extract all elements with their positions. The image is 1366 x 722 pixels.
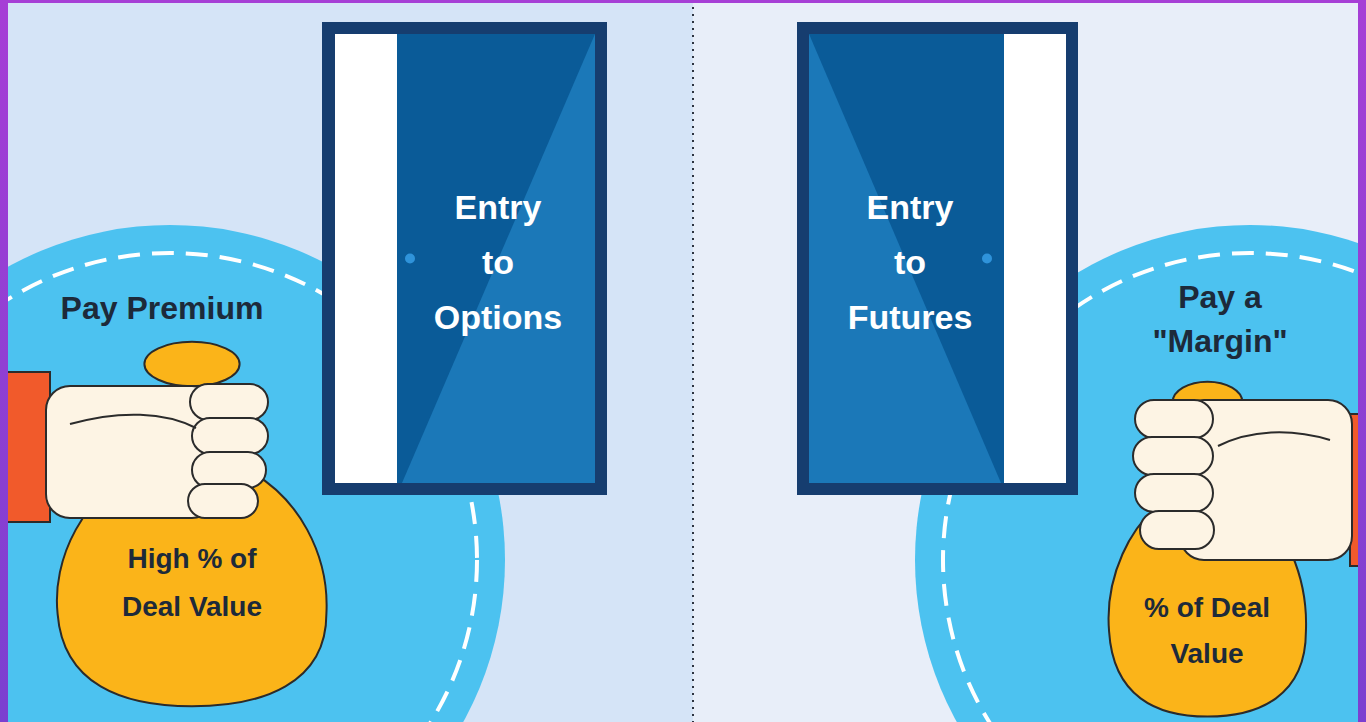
dotted-divider: [692, 0, 694, 722]
money-bag: High % of Deal Value: [52, 340, 332, 710]
door-knob: [405, 254, 415, 264]
bag-body: [1109, 492, 1306, 716]
sleeve: [1350, 414, 1366, 566]
frame-edge: [0, 0, 1366, 3]
entry-door: Entry to Options: [322, 22, 607, 495]
right-hand: [1133, 400, 1366, 566]
finger: [190, 384, 268, 420]
bag-body: [57, 462, 327, 706]
frame-edge: [1358, 0, 1366, 722]
door-panel: [809, 34, 1004, 483]
bag-knot: [144, 342, 239, 386]
node-label: High % of Deal Value: [112, 535, 272, 631]
door-shine: [402, 34, 595, 483]
entry-door-outline: [797, 22, 1078, 495]
bag-knot: [1173, 382, 1243, 423]
node-label: Entry to Options: [423, 180, 573, 345]
dashed-ring: [943, 253, 1366, 722]
node-label: Pay a "Margin": [1140, 275, 1300, 363]
finger: [1140, 511, 1214, 549]
money-bag-outline: [52, 340, 332, 710]
node-label: Entry to Futures: [835, 180, 985, 345]
door-frame: [797, 22, 1078, 495]
door-frame: [322, 22, 607, 495]
finger: [192, 418, 268, 454]
entry-door: Entry to Futures: [797, 22, 1078, 495]
door-shine: [809, 34, 1001, 483]
finger: [1135, 474, 1213, 512]
door-panel: [397, 34, 595, 483]
node-label: Pay Premium: [47, 288, 277, 328]
sleeve: [0, 372, 50, 522]
frame-edge: [0, 0, 8, 722]
finger: [1133, 437, 1213, 475]
thumb-crease: [70, 415, 196, 428]
door-knob: [982, 254, 992, 264]
money-bag: % of Deal Value: [1105, 380, 1310, 720]
fist: [46, 386, 216, 518]
left-hand: [0, 372, 268, 522]
door-gap: [335, 34, 397, 483]
circle-fill: [915, 225, 1366, 722]
finger: [192, 452, 266, 488]
entry-door-outline: [322, 22, 607, 495]
node-label: % of Deal Value: [1132, 585, 1282, 677]
fist: [1180, 400, 1352, 560]
finger: [1135, 400, 1213, 438]
finger: [188, 484, 258, 518]
thumb-crease: [1218, 432, 1330, 446]
door-gap: [1004, 34, 1066, 483]
